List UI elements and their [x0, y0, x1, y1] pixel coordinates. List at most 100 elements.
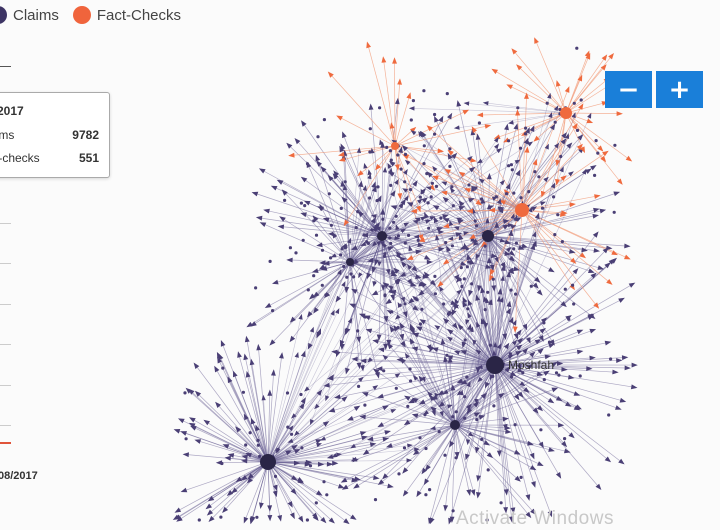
claim-dot-node[interactable] [356, 329, 359, 332]
claim-dot-node[interactable] [465, 376, 468, 379]
claim-node[interactable] [556, 80, 561, 87]
claim-dot-node[interactable] [512, 247, 515, 250]
claim-node[interactable] [601, 64, 607, 70]
claim-node[interactable] [373, 475, 380, 480]
claim-dot-node[interactable] [328, 192, 331, 195]
claim-dot-node[interactable] [388, 227, 391, 230]
claim-dot-node[interactable] [323, 118, 326, 121]
hub-node[interactable] [486, 356, 504, 374]
claim-dot-node[interactable] [322, 480, 325, 483]
claim-dot-node[interactable] [373, 281, 376, 284]
claim-node[interactable] [338, 152, 345, 157]
claim-dot-node[interactable] [242, 391, 245, 394]
claim-dot-node[interactable] [484, 308, 487, 311]
claim-dot-node[interactable] [455, 456, 458, 459]
claim-node[interactable] [526, 494, 531, 501]
claim-node[interactable] [521, 243, 528, 248]
claim-dot-node[interactable] [505, 192, 508, 195]
claim-dot-node[interactable] [397, 472, 400, 475]
claim-dot-node[interactable] [407, 234, 410, 237]
claim-dot-node[interactable] [309, 464, 312, 467]
claim-node[interactable] [352, 357, 358, 362]
claim-node[interactable] [618, 298, 625, 303]
claim-dot-node[interactable] [392, 221, 395, 224]
claim-node[interactable] [617, 179, 623, 185]
claim-dot-node[interactable] [530, 285, 533, 288]
claim-dot-node[interactable] [546, 102, 549, 105]
claim-node[interactable] [425, 465, 431, 472]
claim-node[interactable] [624, 255, 631, 260]
claim-dot-node[interactable] [433, 133, 436, 136]
claim-dot-node[interactable] [403, 302, 406, 305]
claim-dot-node[interactable] [390, 310, 393, 313]
claim-dot-node[interactable] [290, 433, 293, 436]
claim-node[interactable] [629, 283, 636, 288]
claim-dot-node[interactable] [510, 375, 513, 378]
hub-node[interactable] [482, 230, 494, 242]
claim-dot-node[interactable] [402, 263, 405, 266]
claim-node[interactable] [372, 339, 379, 344]
claim-dot-node[interactable] [403, 446, 406, 449]
claim-node[interactable] [580, 253, 587, 259]
claim-node[interactable] [434, 325, 440, 330]
claim-node[interactable] [434, 217, 439, 224]
claim-node[interactable] [534, 37, 539, 44]
claim-node[interactable] [271, 186, 278, 191]
claim-node[interactable] [345, 368, 350, 375]
claim-dot-node[interactable] [423, 144, 426, 147]
claim-dot-node[interactable] [512, 192, 515, 195]
claim-node[interactable] [272, 280, 279, 285]
claim-node[interactable] [464, 101, 470, 105]
claim-dot-node[interactable] [489, 344, 492, 347]
claim-node[interactable] [372, 290, 379, 295]
claim-node[interactable] [259, 168, 266, 173]
claim-dot-node[interactable] [258, 455, 261, 458]
claim-node[interactable] [382, 56, 387, 63]
claim-dot-node[interactable] [396, 153, 399, 156]
claim-dot-node[interactable] [448, 165, 451, 168]
claim-dot-node[interactable] [356, 210, 359, 213]
claim-node[interactable] [190, 426, 197, 431]
claim-dot-node[interactable] [448, 147, 451, 150]
claim-dot-node[interactable] [556, 213, 559, 216]
claim-node[interactable] [466, 489, 471, 496]
claim-dot-node[interactable] [524, 127, 527, 130]
claim-dot-node[interactable] [286, 391, 289, 394]
claim-dot-node[interactable] [220, 462, 223, 465]
claim-dot-node[interactable] [388, 236, 391, 239]
claim-dot-node[interactable] [507, 164, 510, 167]
claim-dot-node[interactable] [470, 282, 473, 285]
claim-node[interactable] [476, 492, 481, 499]
claim-node[interactable] [443, 505, 448, 512]
claim-dot-node[interactable] [294, 251, 297, 254]
claim-dot-node[interactable] [254, 286, 257, 289]
claim-dot-node[interactable] [307, 288, 310, 291]
claim-node[interactable] [183, 452, 189, 457]
claim-dot-node[interactable] [383, 255, 386, 258]
claim-node[interactable] [259, 502, 264, 509]
claim-dot-node[interactable] [451, 415, 454, 418]
claim-dot-node[interactable] [430, 195, 433, 198]
claim-node[interactable] [316, 490, 323, 495]
zoom-in-button[interactable]: + [656, 71, 703, 108]
claim-dot-node[interactable] [300, 446, 303, 449]
claim-node[interactable] [265, 303, 272, 308]
claim-dot-node[interactable] [324, 293, 327, 296]
claim-node[interactable] [404, 396, 411, 401]
claim-node[interactable] [427, 344, 432, 351]
hub-node[interactable] [391, 142, 399, 150]
claim-node[interactable] [203, 420, 210, 426]
claim-node[interactable] [206, 504, 213, 510]
claim-node[interactable] [477, 113, 483, 118]
claim-node[interactable] [547, 93, 551, 99]
claim-dot-node[interactable] [548, 341, 551, 344]
claim-dot-node[interactable] [520, 476, 523, 479]
claim-node[interactable] [406, 92, 411, 99]
claim-dot-node[interactable] [576, 129, 579, 132]
claim-dot-node[interactable] [511, 168, 514, 171]
claim-node[interactable] [298, 516, 303, 523]
claim-node[interactable] [386, 443, 393, 448]
claim-node[interactable] [419, 399, 426, 404]
claim-dot-node[interactable] [563, 437, 566, 440]
claim-dot-node[interactable] [475, 224, 478, 227]
